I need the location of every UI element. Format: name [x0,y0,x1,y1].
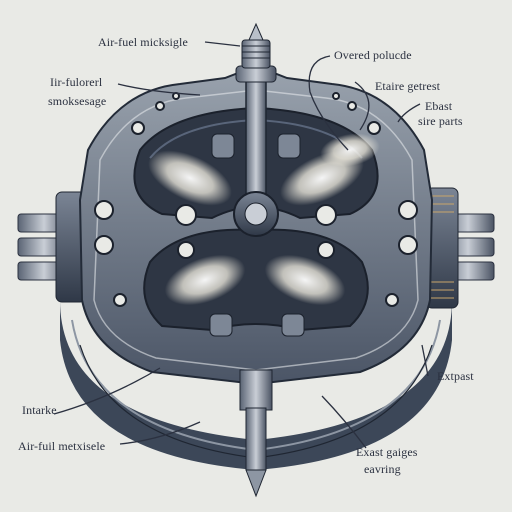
lower-chamber [143,228,369,337]
label-fuel-smoke-line1: Iir-fulorerl [50,75,103,89]
label-exhaust-gauges-line2: eavring [364,462,401,476]
fuel-spray-upper-left [148,150,232,206]
label-air-fuel-mixture-top: Air-fuel micksigle [98,35,188,49]
label-ebast-line1: Ebast [425,99,453,113]
right-side-shaft [425,187,495,309]
left-side-shaft [17,191,87,303]
leader-lines [53,41,429,449]
bottom-spindle [239,369,273,498]
central-rod [233,22,279,237]
bolt-holes [94,92,418,307]
label-exhaust-gauges-line1: Exast gaiges [356,445,418,459]
label-fuel-smoke-line2: smoksesage [48,94,107,108]
label-air-fuel-mixture-bottom: Air-fuil metxisele [18,439,106,453]
fuel-spray-lower-left [164,254,246,306]
label-ebast-line2: sire parts [418,114,463,128]
label-etaire-getrest: Etaire getrest [375,79,441,93]
label-overed-polucde: Overed polucde [334,48,412,62]
label-intake: Intarke [22,403,57,417]
fuel-spray-lower-right [264,254,346,306]
label-extpast: Extpast [437,369,474,383]
